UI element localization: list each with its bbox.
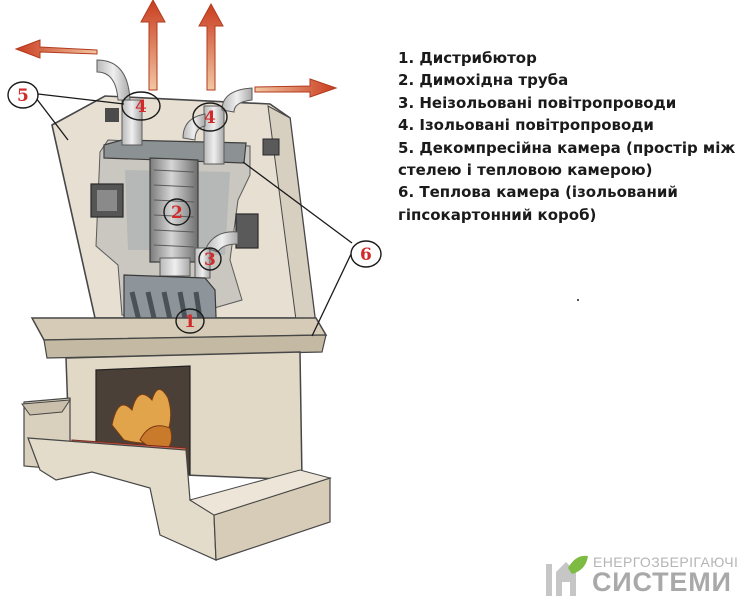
svg-text:4: 4 [204,108,216,128]
legend-item: 3Неізольовані повітропроводи [398,92,743,114]
arrow-up-right [198,2,224,91]
firebox [21,317,332,561]
logo-line-1: ЕНЕРГОЗБЕРІГАЮЧІ [593,554,739,570]
callout-markers: 1 2 3 4 4 5 6 [7,81,382,334]
callout-5: 5 [7,81,39,109]
arrow-up-left [140,0,166,91]
company-logo: ЕНЕРГОЗБЕРІГАЮЧІ СИСТЕМИ [540,548,752,600]
legend-item: 6Теплова камера (ізольований гіпсокартон… [398,181,743,226]
svg-text:6: 6 [360,245,372,265]
arrow-left [14,39,98,59]
legend-item: 5Декомпресійна камера (простір між стеле… [398,137,743,182]
callout-4-right: 4 [192,102,228,132]
logo-line-2: СИСТЕМИ [592,567,732,597]
leader-lines [35,93,353,337]
arrow-right [254,78,338,98]
callout-1: 1 [175,308,205,334]
duct-elbow-right [221,87,253,113]
legend-item: 4Ізольовані повітропроводи [398,114,743,136]
legend-item: 2Димохідна труба [398,69,743,91]
svg-text:1: 1 [184,312,196,332]
duct-elbow-mid [182,113,206,141]
svg-text:4: 4 [135,97,147,117]
callout-2: 2 [163,198,191,226]
hot-air-arrows [14,0,338,98]
house-leaf-icon [546,555,588,596]
svg-text:5: 5 [17,86,29,106]
chamber-right-vent [235,213,259,249]
legend-list: 1Дистрибютор 2Димохідна труба 3Неізольов… [398,47,743,226]
legend-item: 1Дистрибютор [398,47,743,69]
ducts-and-pipes [96,59,253,279]
base-front [27,437,217,561]
callout-6: 6 [350,240,382,268]
callout-4-left: 4 [121,91,161,121]
chamber-upper-vent [262,138,280,156]
duct-lower [194,247,211,279]
svg-text:2: 2 [171,203,183,223]
callout-3: 3 [198,247,222,271]
svg-text:3: 3 [204,250,216,270]
duct-elbow-left [96,59,131,101]
